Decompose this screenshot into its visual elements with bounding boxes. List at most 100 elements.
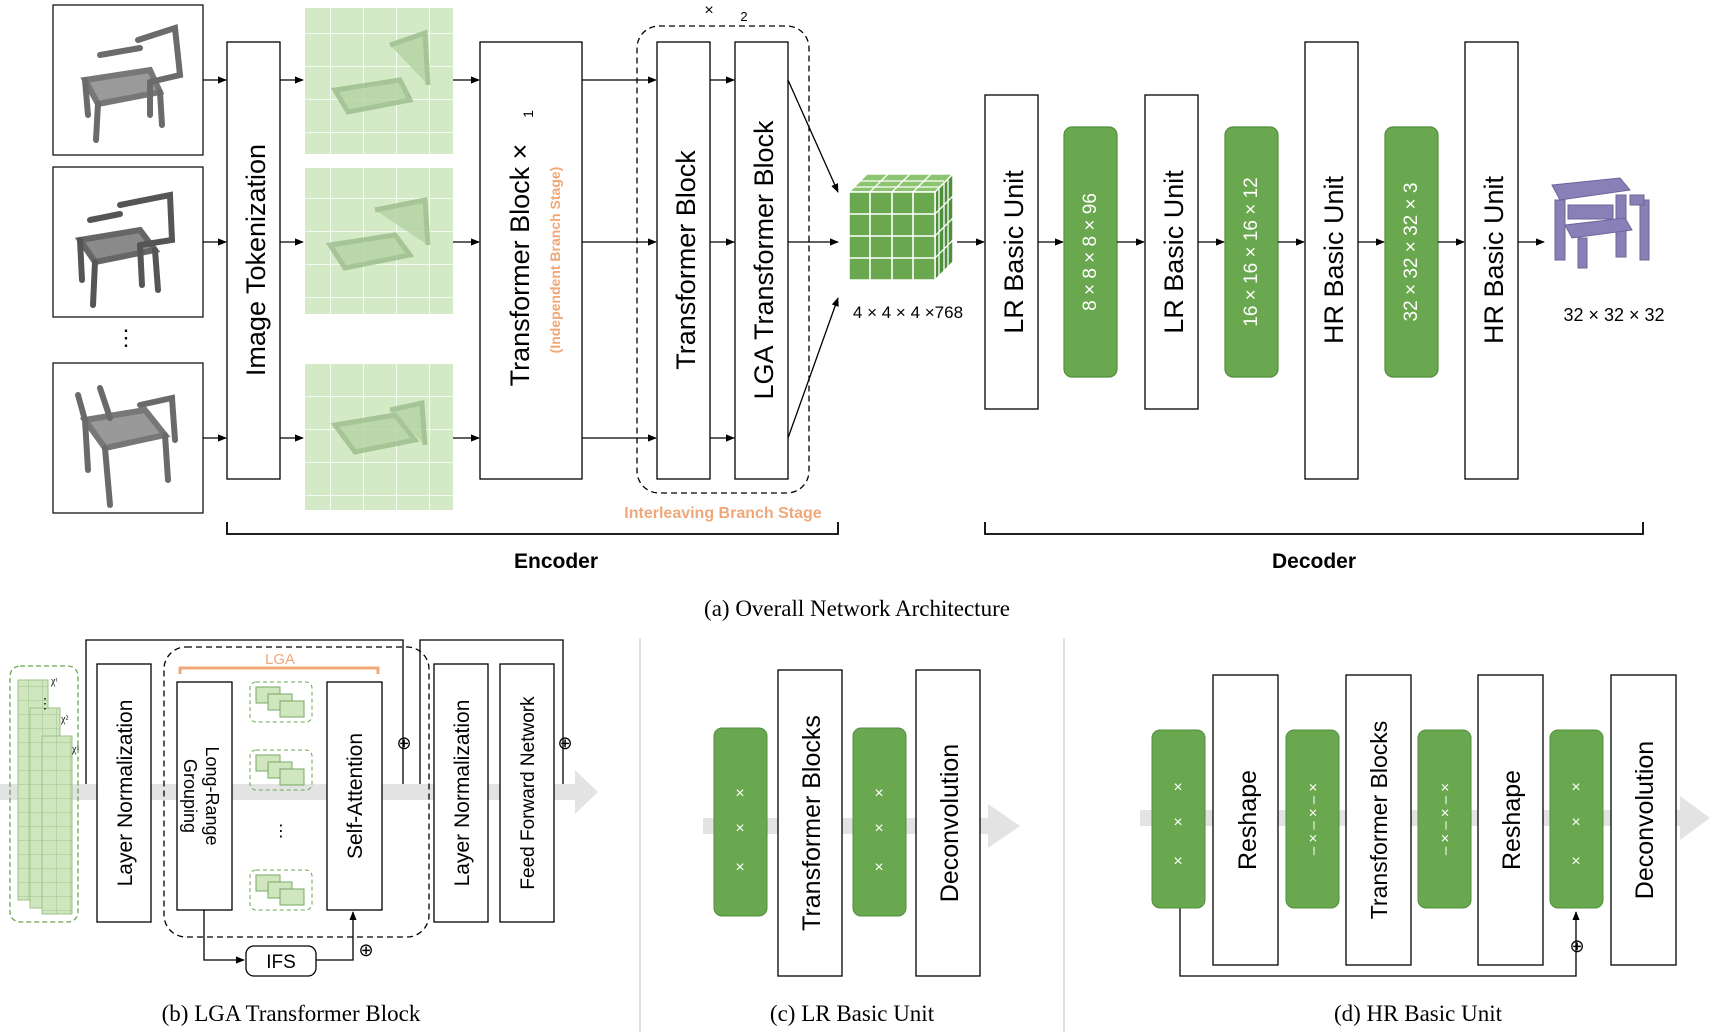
hr-reshaped-tensor-2 <box>1417 729 1472 909</box>
lga-label: LGA <box>265 651 295 668</box>
hr-transformer-blocks-label: Transformer Blocks <box>1366 721 1392 920</box>
ifs-label: IFS <box>266 952 296 973</box>
transformer-block-x1 <box>479 41 583 480</box>
lga-transformer-block <box>734 41 789 480</box>
tensor-mark: × <box>1173 853 1182 870</box>
lr-basic-unit-1 <box>984 94 1039 410</box>
lr-deconvolution <box>915 669 981 977</box>
encoder-brace <box>226 522 839 535</box>
token-stack-region <box>9 665 79 923</box>
panel-c: × × × Transformer Blocks × × × Deconvolu… <box>703 669 1020 1026</box>
lr-input-tensor <box>713 727 768 917</box>
group-tile-1 <box>249 681 313 723</box>
tensor-mark: × <box>735 859 744 876</box>
tensor-mark: × <box>874 785 883 802</box>
hr-transformer-blocks <box>1345 674 1412 966</box>
residual-path-1 <box>85 639 404 784</box>
interleave-transformer-block <box>656 41 711 480</box>
lr-basic-unit-1-label: LR Basic Unit <box>999 170 1029 334</box>
token-x-2: χ² <box>60 714 68 725</box>
input-view-1 <box>52 4 204 156</box>
layer-norm-1-label: Layer Normalization <box>114 700 137 887</box>
input-view-n <box>52 362 204 514</box>
token-grid-2 <box>305 168 453 314</box>
ifs-block <box>245 945 317 977</box>
tensor-8x8x8x96-label: 8 × 8 × 8 × 96 <box>1080 193 1101 311</box>
interleaving-stage-label: Interleaving Branch Stage <box>624 505 821 522</box>
self-attention-block <box>326 681 383 911</box>
hr-reshape-1 <box>1212 674 1279 966</box>
caption-b: (b) LGA Transformer Block <box>162 1001 421 1026</box>
tensor-mark: × <box>874 820 883 837</box>
hr-reshaped-tensor-1-marks: – × – × – × <box>1305 783 1322 855</box>
ffn-label: Feed Forward Network <box>518 696 539 890</box>
independent-stage-label: (Independent Branch Stage) <box>547 167 563 354</box>
hr-mid-tensor <box>1549 729 1604 909</box>
group-tile-2 <box>249 749 313 791</box>
long-range-grouping-block <box>176 681 233 911</box>
lga-region <box>163 646 430 938</box>
hr-basic-unit-1 <box>1304 41 1359 480</box>
interleaving-multiplier: × <box>704 2 713 19</box>
lr-basic-unit-2-label: LR Basic Unit <box>1159 170 1189 334</box>
hr-reshape-2-label: Reshape <box>1498 770 1526 870</box>
tensor-32x32x32x3-label: 32 × 32 × 32 × 3 <box>1401 183 1422 322</box>
panel-b: χᵗ ⋮ χ² χ¹ ⊕ ⊕ Layer Normalization LGA L… <box>0 639 598 1026</box>
interleaving-stage-region <box>636 25 810 494</box>
lr-basic-unit-2 <box>1144 94 1199 410</box>
hr-residual-path <box>1179 908 1580 977</box>
tensor-mark: × <box>1571 814 1580 831</box>
interleave-transformer-block-label: Transformer Block <box>671 150 701 370</box>
tensor-16x16x16x12 <box>1224 126 1279 378</box>
lr-deconvolution-label: Deconvolution <box>936 744 964 902</box>
panel-a: ⋮ Image Tokenization <box>52 2 1665 621</box>
panel-d: ⊕ × × × Reshape – × – × – × Transformer … <box>1140 674 1710 1026</box>
add-icon: ⊕ <box>1569 936 1584 956</box>
tensor-8x8x8x96 <box>1063 126 1118 378</box>
transformer-block-x1-label: Transformer Block × <box>505 144 535 387</box>
lr-transformer-blocks <box>777 669 843 977</box>
tensor-mark: × <box>735 820 744 837</box>
group-ellipsis: ⋮ <box>273 823 289 840</box>
image-tokenization-block <box>226 41 281 480</box>
decoder-label: Decoder <box>1272 550 1356 573</box>
interleaving-multiplier-count: 2 <box>740 9 747 24</box>
tensor-mark: × <box>735 785 744 802</box>
caption-d: (d) HR Basic Unit <box>1334 1001 1503 1026</box>
hr-basic-unit-2 <box>1464 41 1519 480</box>
layer-norm-2-label: Layer Normalization <box>451 700 474 887</box>
token-grid-n <box>305 364 453 510</box>
self-attention-label: Self-Attention <box>344 733 367 859</box>
image-tokenization-label: Image Tokenization <box>241 144 271 376</box>
layer-norm-block-2 <box>433 663 489 923</box>
hr-input-tensor <box>1151 729 1206 909</box>
token-x-t: χᵗ <box>50 676 57 687</box>
hr-deconvolution-label: Deconvolution <box>1631 741 1659 899</box>
token-ellipsis: ⋮ <box>38 697 52 712</box>
lga-transformer-block-label: LGA Transformer Block <box>749 120 779 400</box>
add-icon: ⊕ <box>396 733 411 753</box>
add-icon: ⊕ <box>557 733 572 753</box>
token-x-1: χ¹ <box>71 744 79 755</box>
hr-reshaped-tensor-2-marks: – × – × – × <box>1437 783 1454 855</box>
tensor-mark: × <box>1173 779 1182 796</box>
chair-image-icon <box>80 24 184 143</box>
feature-cube <box>847 172 955 282</box>
tensor-mark: × <box>1571 853 1580 870</box>
hr-deconvolution <box>1610 674 1677 966</box>
decoder-brace <box>984 522 1644 535</box>
tensor-32x32x32x3 <box>1384 126 1439 378</box>
tensor-mark: × <box>874 859 883 876</box>
tensor-16x16x16x12-label: 16 × 16 × 16 × 12 <box>1241 177 1262 327</box>
group-tile-3 <box>249 869 313 911</box>
add-icon: ⊕ <box>358 940 373 960</box>
token-grid-1 <box>305 8 453 154</box>
flow-arrow <box>0 770 598 814</box>
hr-reshape-1-label: Reshape <box>1234 770 1262 870</box>
feature-dim-label: 4 × 4 × 4 ×768 <box>853 303 963 322</box>
hr-reshape-2 <box>1477 674 1544 966</box>
lr-transformer-blocks-label: Transformer Blocks <box>798 715 826 931</box>
output-dim-label: 32 × 32 × 32 <box>1563 305 1664 325</box>
